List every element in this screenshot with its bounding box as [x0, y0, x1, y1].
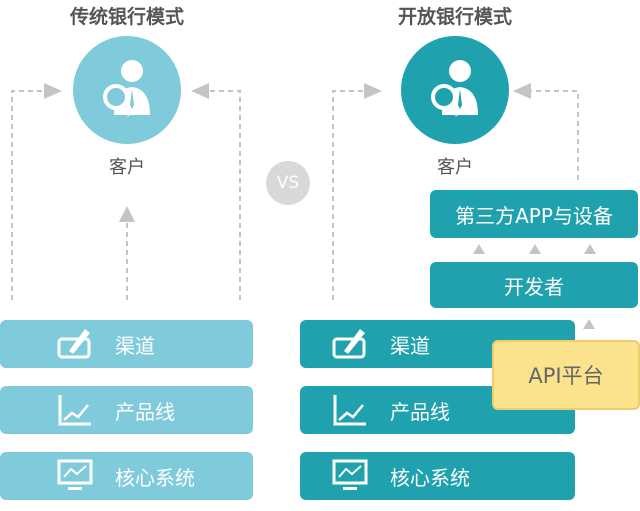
layer-label: 核心系统 — [115, 465, 195, 490]
layer-core-system: 核心系统 — [0, 452, 253, 500]
monitor-chart-icon — [332, 459, 368, 490]
monitor-chart-icon — [57, 459, 93, 490]
layer-channel: 渠道 — [0, 320, 253, 368]
line-chart-icon — [58, 395, 91, 426]
customer-label: 客户 — [437, 157, 473, 178]
layer-label: 产品线 — [390, 399, 450, 424]
layer-label: 核心系统 — [390, 465, 470, 490]
vs-badge: VS — [266, 161, 310, 205]
api-platform-box: API平台 — [492, 340, 640, 410]
customer-label: 客户 — [109, 157, 145, 178]
pen-tablet-icon — [57, 329, 91, 359]
layer-label: 渠道 — [390, 333, 430, 358]
pen-tablet-icon — [332, 329, 366, 359]
layer-label: 产品线 — [115, 399, 175, 424]
traditional-stack: 渠道 产品线 核心系统 — [0, 320, 253, 500]
layer-label: 渠道 — [115, 333, 155, 358]
layer-core-system: 核心系统 — [300, 452, 575, 500]
line-chart-icon — [333, 395, 366, 426]
open-stack: 渠道 产品线 核心系统 — [300, 320, 575, 500]
customer-avatar-icon — [73, 36, 181, 144]
layer-product-line: 产品线 — [0, 386, 253, 434]
developer-box: 开发者 — [430, 262, 638, 308]
open-title: 开放银行模式 — [397, 6, 512, 28]
traditional-title: 传统银行模式 — [69, 6, 184, 28]
third-party-box: 第三方APP与设备 — [430, 190, 638, 238]
customer-avatar-icon — [401, 36, 509, 144]
